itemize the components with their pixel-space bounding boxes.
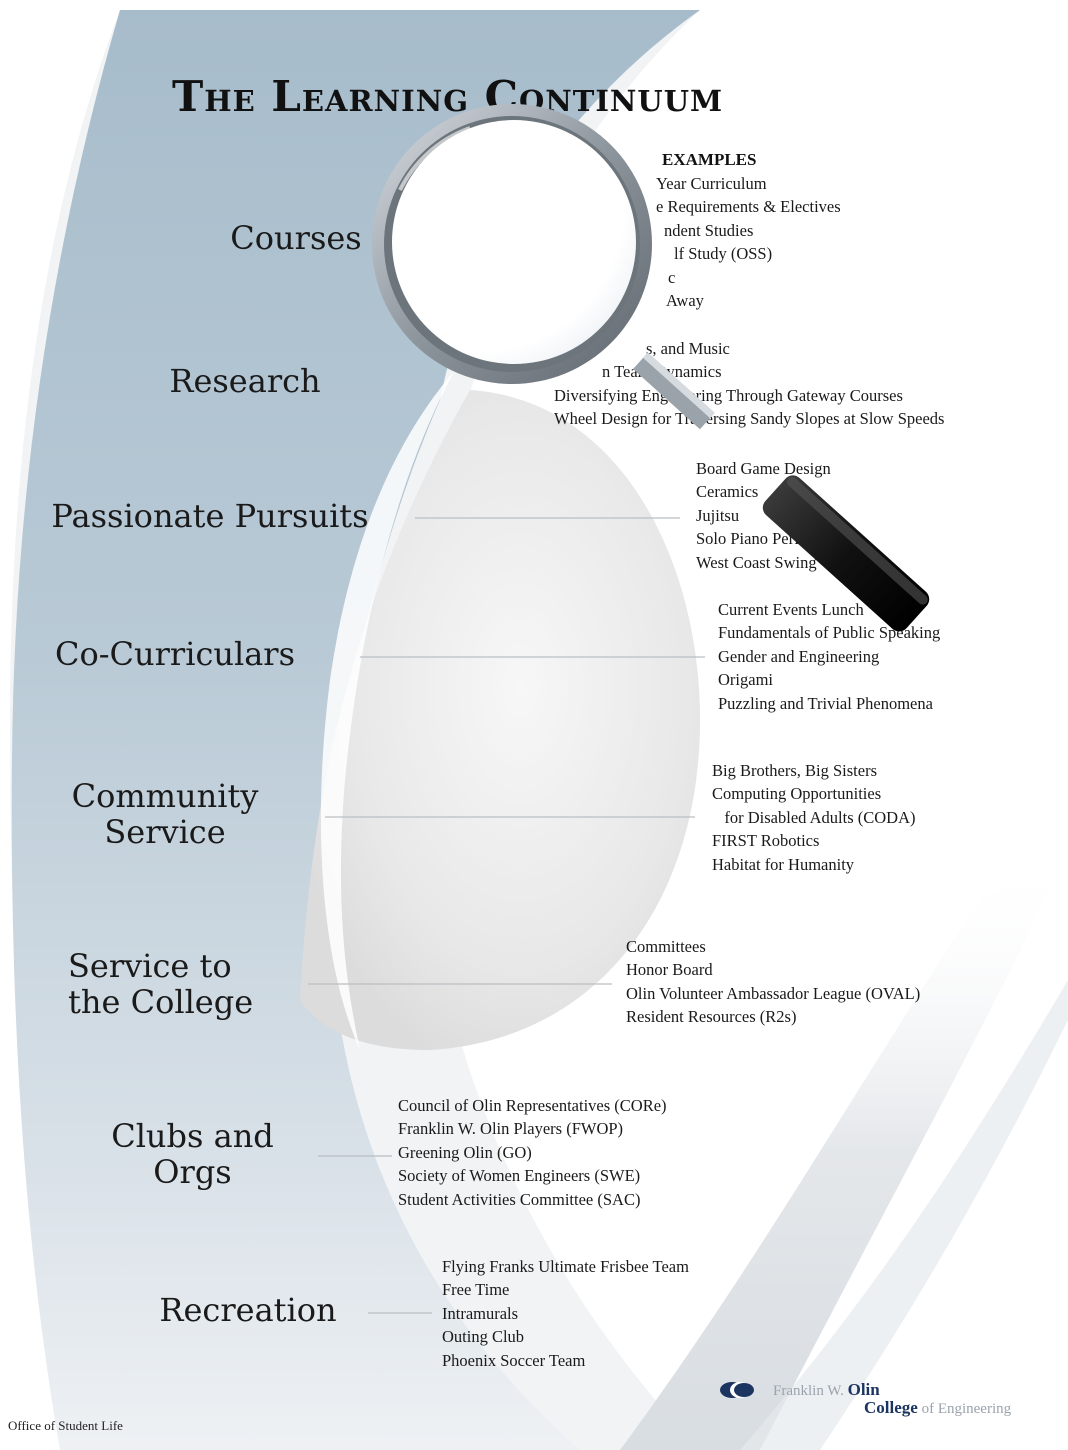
category-co-curriculars: Co-Curriculars: [54, 635, 296, 673]
logo-college: College: [864, 1398, 918, 1417]
logo-suffix: of Engineering: [921, 1401, 1012, 1417]
blue-band: [11, 10, 701, 1450]
example-item: Year Curriculum: [656, 174, 767, 193]
example-item: Intramurals: [442, 1303, 519, 1323]
category-recreation: Recreation: [159, 1291, 337, 1329]
example-item: Committees: [626, 937, 706, 956]
crescent-highlight: [320, 370, 455, 1050]
example-item: Gender and Engineering: [718, 646, 880, 666]
example-item: e Requirements & Electives: [656, 197, 841, 217]
examples-co-curriculars: Current Events Lunch Fundamentals of Pub…: [718, 598, 940, 715]
example-item: Habitat for Humanity: [712, 854, 855, 874]
examples-recreation: Flying Franks Ultimate Frisbee Team Free…: [442, 1255, 689, 1372]
olin-logo-icon: [720, 1382, 754, 1398]
example-item: Origami: [718, 670, 773, 690]
example-item: Phoenix Soccer Team: [442, 1350, 586, 1370]
category-research: Research: [169, 362, 321, 400]
example-item: Student Activities Committee (SAC): [398, 1189, 641, 1209]
examples-community-service: Big Brothers, Big Sisters Computing Oppo…: [712, 759, 915, 876]
example-item: ndent Studies: [664, 220, 754, 240]
example-item: Honor Board: [626, 960, 713, 980]
logo-line-1: Franklin W. Olin: [773, 1380, 880, 1400]
example-item: Resident Resources (R2s): [626, 1007, 797, 1027]
category-courses: Courses: [230, 219, 362, 257]
example-item: Greening Olin (GO): [398, 1142, 532, 1162]
example-item: Board Game Design: [696, 459, 831, 478]
examples-service-to-college: Committees Honor Board Olin Volunteer Am…: [626, 935, 920, 1029]
poster-title: The Learning Continuum: [172, 72, 724, 121]
category-clubs-orgs: Clubs and Orgs: [111, 1117, 274, 1191]
logo-olin: Olin: [847, 1380, 880, 1399]
example-item: Council of Olin Representatives (CORe): [398, 1096, 667, 1115]
examples-courses: Year Curriculum e Requirements & Electiv…: [656, 172, 841, 312]
example-item: Big Brothers, Big Sisters: [712, 761, 878, 780]
example-item: FIRST Robotics: [712, 831, 820, 851]
inner-disc: [300, 390, 700, 1050]
example-item: c: [668, 267, 676, 287]
example-item: Olin Volunteer Ambassador League (OVAL): [626, 983, 921, 1003]
category-passionate-pursuits: Passionate Pursuits: [51, 497, 369, 535]
examples-clubs-orgs: Council of Olin Representatives (CORe) F…: [398, 1094, 667, 1211]
example-item: Jujitsu: [696, 505, 740, 525]
right-arc: [620, 850, 1068, 1450]
category-service-to-college: Service to the College: [68, 947, 254, 1021]
example-item: Ceramics: [696, 482, 759, 502]
example-item: lf Study (OSS): [674, 244, 773, 264]
office-label: Office of Student Life: [8, 1418, 123, 1433]
logo-line-2: College of Engineering: [864, 1398, 1011, 1418]
example-item: s, and Music: [646, 339, 730, 358]
example-item: Wheel Design for Traversing Sandy Slopes…: [554, 409, 945, 429]
example-item: Society of Women Engineers (SWE): [398, 1166, 641, 1186]
example-item: Flying Franks Ultimate Frisbee Team: [442, 1257, 689, 1276]
example-item: Away: [666, 291, 704, 311]
category-community-service: Community Service: [71, 777, 259, 851]
example-item: West Coast Swing: [696, 552, 817, 572]
example-item: Puzzling and Trivial Phenomena: [718, 693, 933, 713]
example-item: Computing Opportunities: [712, 784, 882, 804]
connector-lines: [308, 517, 705, 1314]
example-item: Franklin W. Olin Players (FWOP): [398, 1119, 624, 1139]
olin-logo: Franklin W. Olin College of Engineering: [718, 1380, 1058, 1422]
example-item: Outing Club: [442, 1327, 525, 1347]
example-item: Free Time: [442, 1280, 510, 1300]
examples-heading: EXAMPLES: [662, 150, 757, 169]
example-item: Fundamentals of Public Speaking: [718, 623, 941, 643]
logo-prefix: Franklin W.: [773, 1383, 844, 1399]
example-item: for Disabled Adults (CODA): [712, 807, 916, 827]
example-item: Current Events Lunch: [718, 600, 864, 619]
